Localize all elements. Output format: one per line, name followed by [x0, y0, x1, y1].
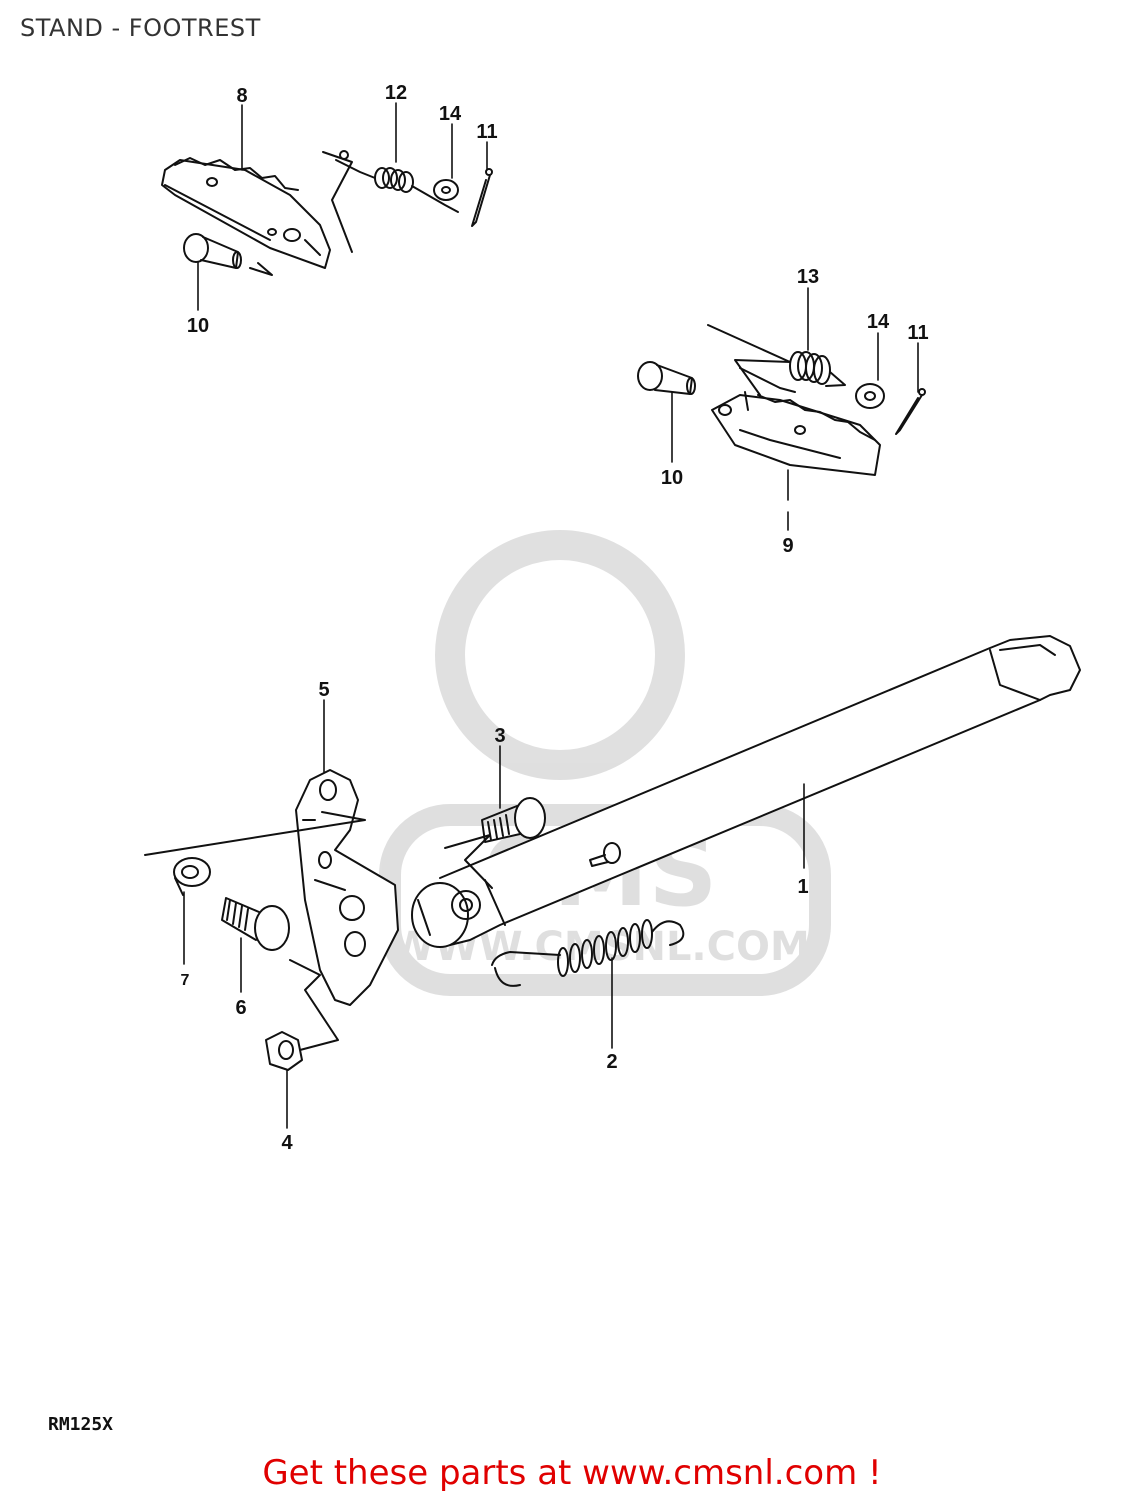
cotter-pin-right-part-11: [895, 388, 926, 435]
washer-left-part-14: [433, 179, 459, 201]
callout-1: 1: [797, 876, 808, 898]
stand-stopper-pin: [589, 842, 621, 867]
model-code: RM125X: [48, 1414, 114, 1435]
bolt-part-3: [481, 797, 546, 843]
washer-right-part-14: [855, 383, 885, 409]
callout-5: 5: [318, 679, 329, 701]
callout-12: 12: [385, 82, 407, 104]
callout-13: 13: [797, 266, 819, 288]
stand-bracket-part-5: [295, 769, 399, 1006]
pivot-pin-left-part-10: [183, 233, 273, 276]
washer-part-7: [173, 857, 211, 896]
callout-11-left: 11: [476, 121, 497, 143]
get-parts-link[interactable]: Get these parts at www.cmsnl.com !: [262, 1453, 882, 1493]
callout-9: 9: [782, 535, 793, 557]
stand-spring-part-2: [491, 919, 685, 987]
callout-2: 2: [606, 1051, 617, 1073]
connector-bracket-top: [144, 811, 366, 856]
nut-part-4: [265, 1031, 303, 1071]
callout-4: 4: [281, 1132, 293, 1154]
footrest-left-part-8: [161, 157, 331, 269]
callout-8: 8: [236, 85, 247, 107]
pivot-pin-right-part-10: [637, 361, 696, 395]
callout-7: 7: [181, 972, 190, 989]
page-title: STAND - FOOTREST: [20, 14, 261, 42]
connector-bolt-3: [444, 834, 493, 889]
callout-6: 6: [235, 997, 246, 1019]
spring-right-part-13: [739, 351, 846, 393]
callout-10-right: 10: [661, 467, 683, 489]
bolt-part-6: [221, 897, 290, 951]
callout-3: 3: [494, 725, 505, 747]
callout-11-right: 11: [907, 322, 928, 344]
callout-10-left: 10: [187, 315, 209, 337]
connector-right-footrest: [707, 324, 791, 396]
callout-14-right: 14: [867, 311, 890, 333]
callout-labels: 1 2 3 4 5 6 7 8 9 10 10 11 11 12 13 14 1…: [181, 82, 929, 1154]
side-stand-part-1: [411, 635, 1081, 948]
connector-bracket-nut: [289, 959, 339, 1051]
footrest-right-part-9: [711, 391, 881, 476]
callout-14-left: 14: [439, 103, 462, 125]
connector-left-footrest: [322, 151, 353, 253]
cotter-pin-left-part-11: [471, 168, 493, 227]
spring-left-part-12: [335, 150, 459, 213]
leader-lines: [183, 102, 919, 1129]
